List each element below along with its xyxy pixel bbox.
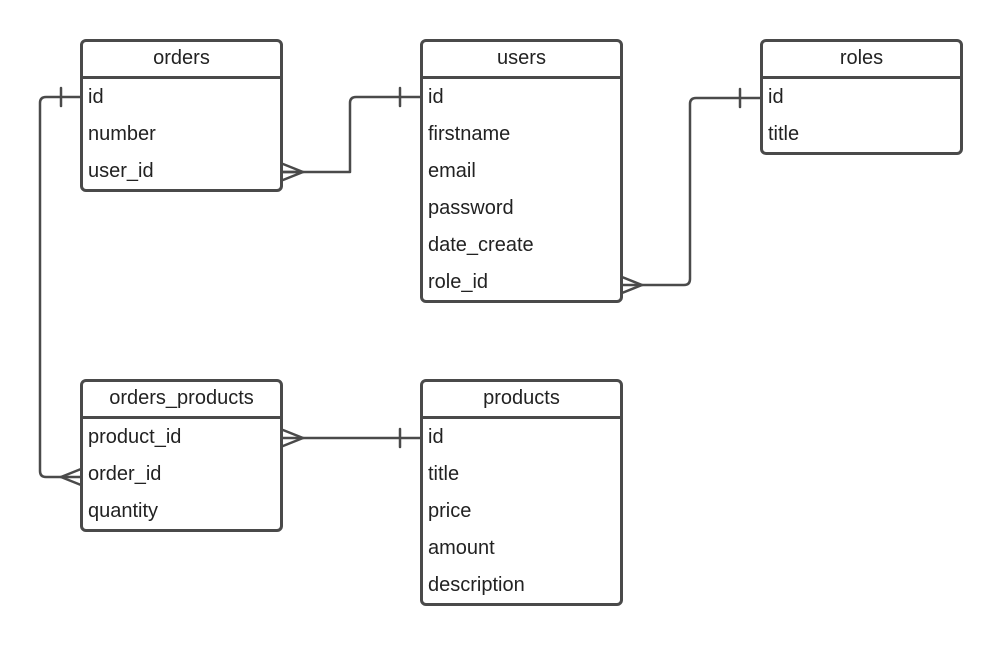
users-field-password: password bbox=[428, 197, 514, 219]
users-field-id: id bbox=[428, 86, 444, 108]
roles-field-id: id bbox=[768, 86, 784, 108]
products-field-id: id bbox=[428, 426, 444, 448]
table-users[interactable]: users id firstname email password date_c… bbox=[420, 39, 623, 303]
orders-field-id: id bbox=[88, 86, 104, 108]
rel-orders-users-line bbox=[281, 95, 423, 174]
table-roles[interactable]: roles id title bbox=[760, 39, 963, 155]
users-field-role-id: role_id bbox=[428, 271, 489, 293]
products-field-price: price bbox=[428, 500, 472, 522]
table-orders[interactable]: orders id number user_id bbox=[80, 39, 283, 192]
orders-field-user-id: user_id bbox=[88, 160, 154, 182]
users-field-firstname: firstname bbox=[428, 123, 511, 145]
rel-orderproducts-orders-crowfoot bbox=[59, 467, 83, 487]
table-orders-title: orders bbox=[83, 42, 280, 79]
orders-products-field-product-id: product_id bbox=[88, 426, 182, 448]
table-users-title: users bbox=[423, 42, 620, 79]
rel-users-roles-crowfoot bbox=[620, 275, 644, 295]
rel-orderproducts-products-crowfoot bbox=[281, 428, 305, 448]
products-field-amount: amount bbox=[428, 537, 495, 559]
products-field-title: title bbox=[428, 463, 460, 485]
table-products[interactable]: products id title price amount descripti… bbox=[420, 379, 623, 606]
orders-products-field-order-id: order_id bbox=[88, 463, 162, 485]
rel-users-roles-line bbox=[620, 96, 763, 287]
table-orders-products-title: orders_products bbox=[83, 382, 280, 419]
orders-products-field-quantity: quantity bbox=[88, 500, 159, 522]
rel-orders-users-crowfoot bbox=[281, 162, 305, 182]
users-field-email: email bbox=[428, 160, 476, 182]
table-roles-title: roles bbox=[763, 42, 960, 79]
table-products-title: products bbox=[423, 382, 620, 419]
roles-field-title: title bbox=[768, 123, 800, 145]
orders-field-number: number bbox=[88, 123, 156, 145]
rel-orderproducts-orders-line bbox=[38, 95, 83, 479]
table-orders-products[interactable]: orders_products product_id order_id quan… bbox=[80, 379, 283, 532]
products-field-description: description bbox=[428, 574, 525, 596]
users-field-date-create: date_create bbox=[428, 234, 534, 256]
